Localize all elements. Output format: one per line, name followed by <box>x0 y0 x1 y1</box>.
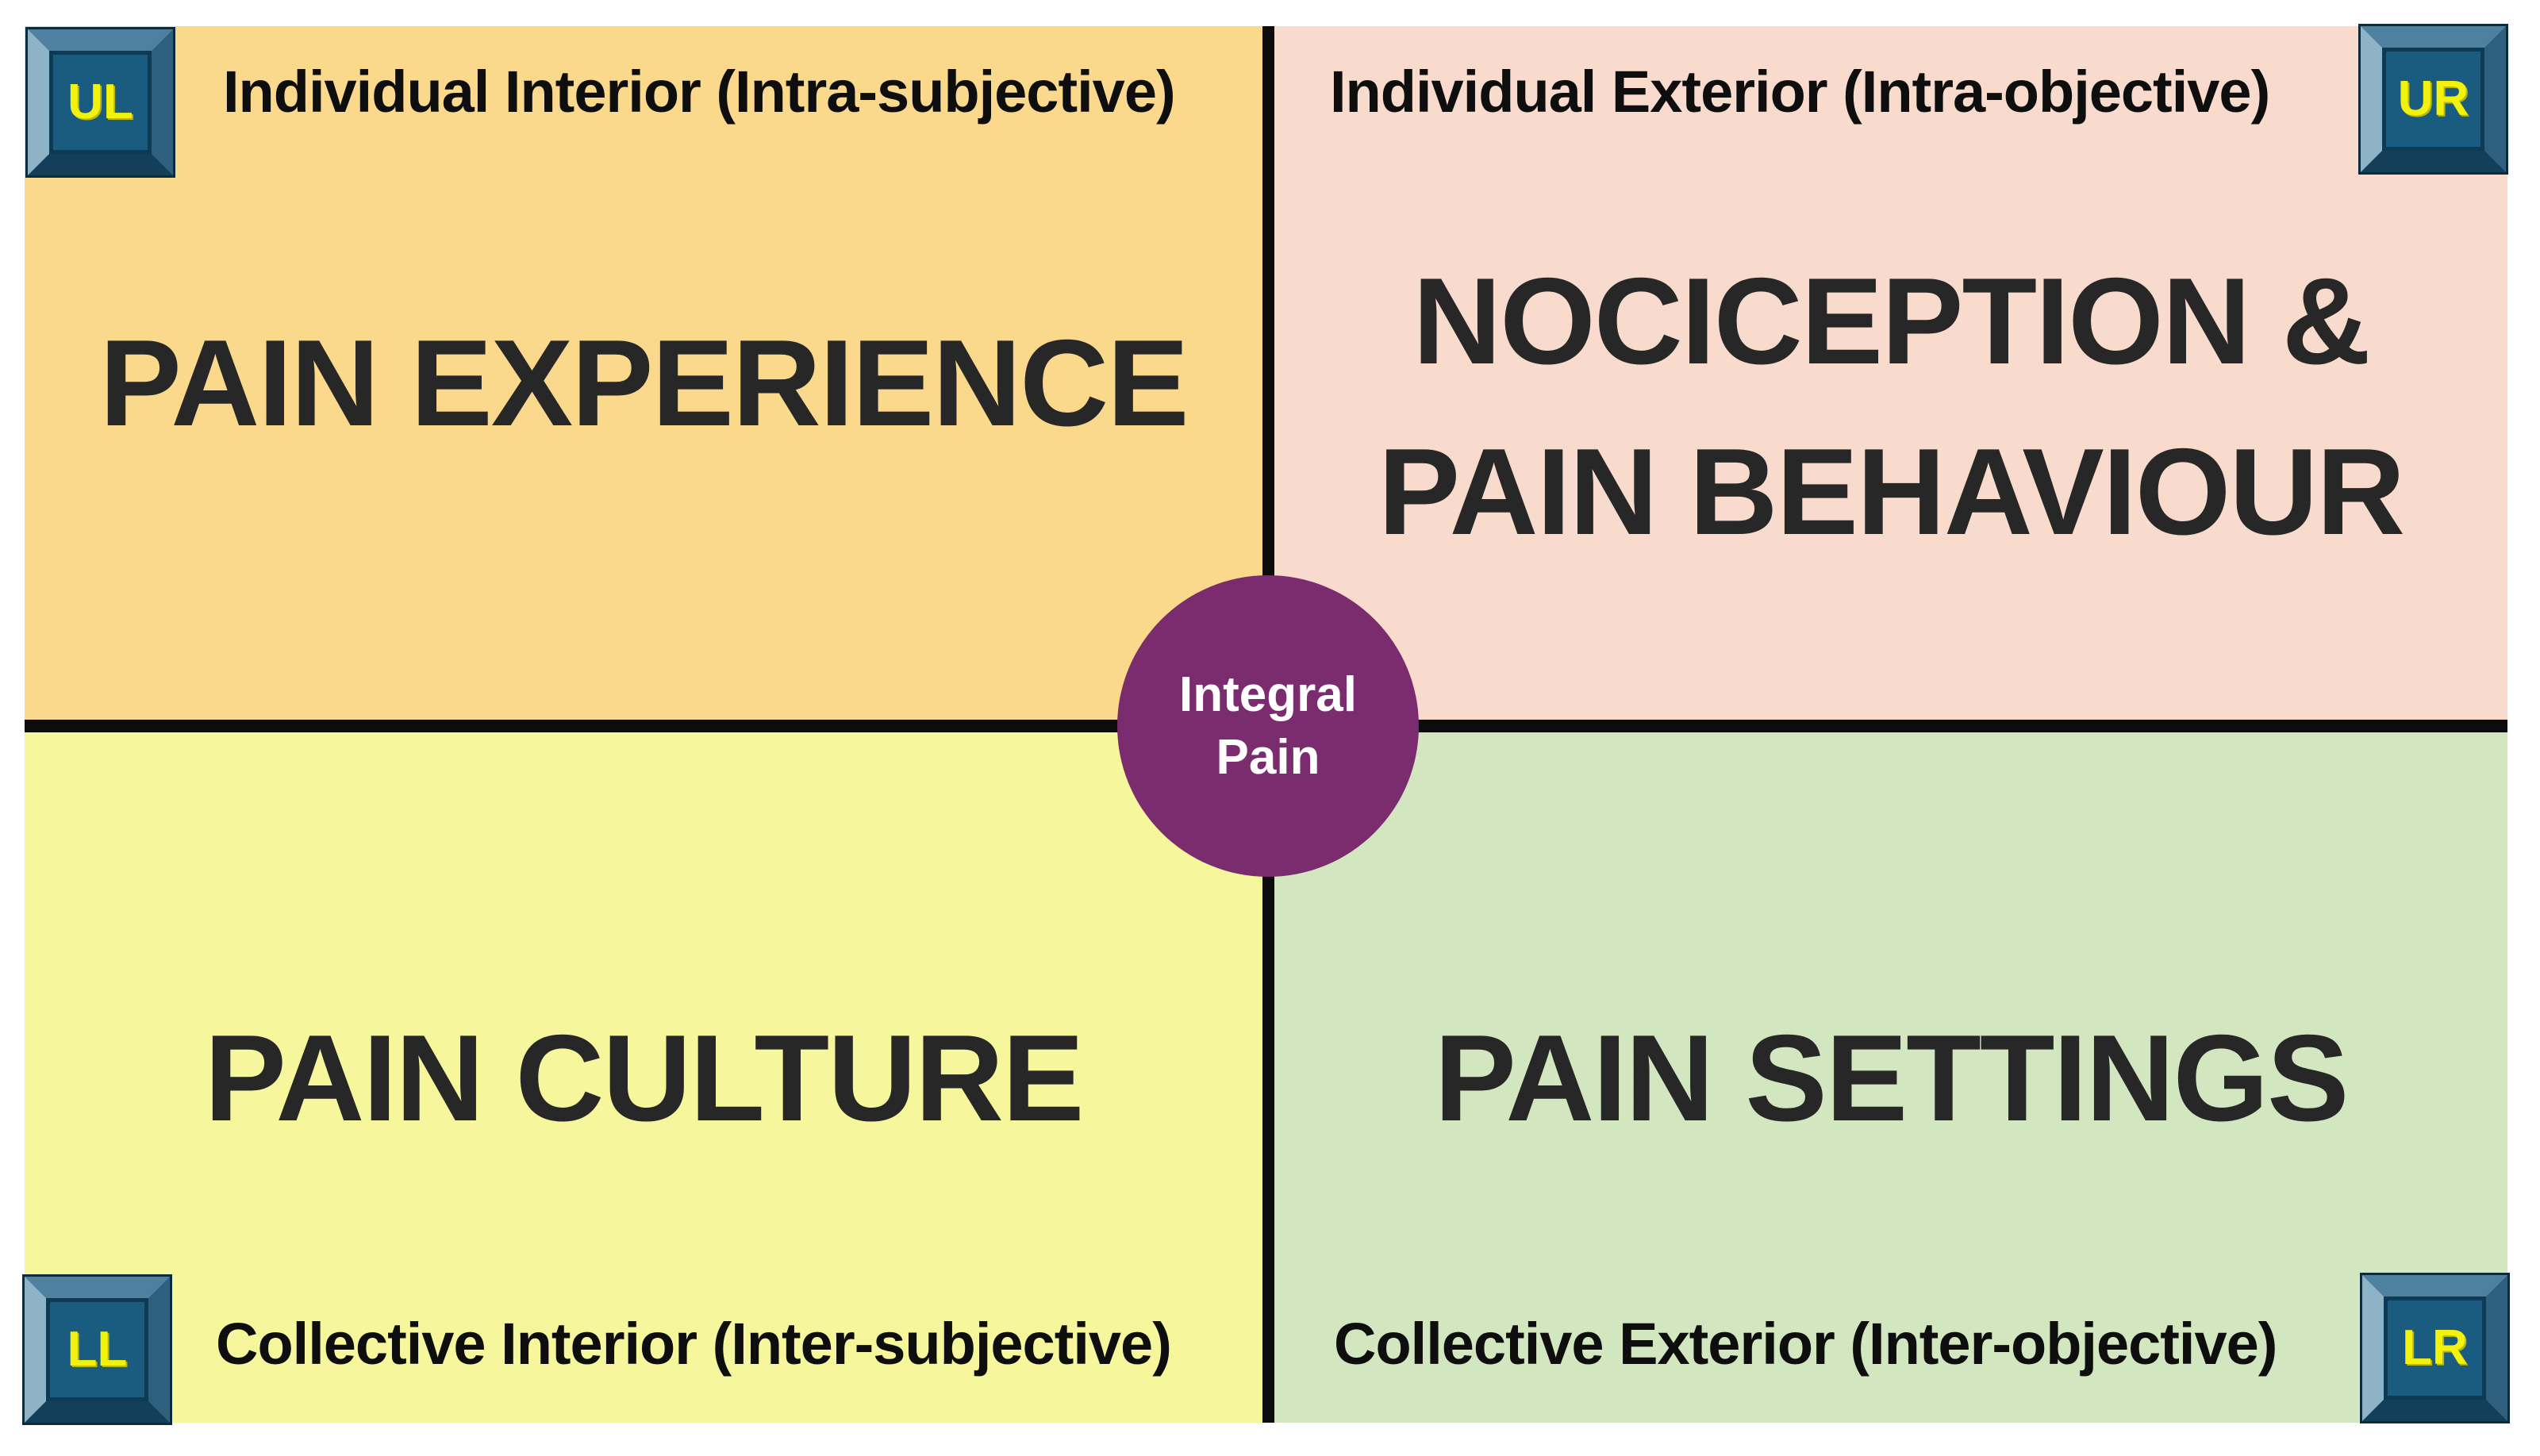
quadrant-header-ur: Individual Exterior (Intra-objective) <box>1330 59 2270 125</box>
quadrant-title-ur-line1: NOCICEPTION & <box>1412 252 2370 390</box>
quadrant-title-ll: PAIN CULTURE <box>204 1009 1085 1147</box>
quadrant-title-lr: PAIN SETTINGS <box>1434 1009 2350 1147</box>
quadrant-lower-right: LR Collective Exterior (Inter-objective)… <box>1274 732 2510 1423</box>
ur-corner-badge: UR <box>2358 24 2508 175</box>
quadrant-title-ul: PAIN EXPERIENCE <box>99 314 1189 451</box>
ul-badge-label: UL <box>67 75 133 129</box>
center-label-line1: Integral <box>1179 667 1357 722</box>
quadrant-upper-left: UL Individual Interior (Intra-subjective… <box>25 26 1262 720</box>
ul-corner-badge: UL <box>25 27 175 178</box>
quadrant-lower-left: LL Collective Interior (Inter-subjective… <box>22 732 1262 1425</box>
quadrant-title-ur: NOCICEPTION & PAIN BEHAVIOUR <box>1274 236 2507 578</box>
center-label-line2: Pain <box>1216 730 1320 785</box>
lr-corner-badge: LR <box>2360 1273 2510 1423</box>
quadrant-upper-right: UR Individual Exterior (Intra-objective)… <box>1274 24 2508 720</box>
ur-badge-label: UR <box>2397 71 2469 126</box>
quadrant-header-ll: Collective Interior (Inter-subjective) <box>216 1311 1172 1377</box>
center-circle-integral-pain: Integral Pain <box>1117 575 1419 877</box>
quadrant-header-ul: Individual Interior (Intra-subjective) <box>223 59 1176 125</box>
lr-badge-label: LR <box>2402 1320 2468 1375</box>
ll-corner-badge: LL <box>22 1274 172 1425</box>
quadrant-header-lr: Collective Exterior (Inter-objective) <box>1334 1311 2277 1377</box>
ll-badge-label: LL <box>67 1322 128 1377</box>
quadrant-title-ur-line2: PAIN BEHAVIOUR <box>1378 423 2405 561</box>
